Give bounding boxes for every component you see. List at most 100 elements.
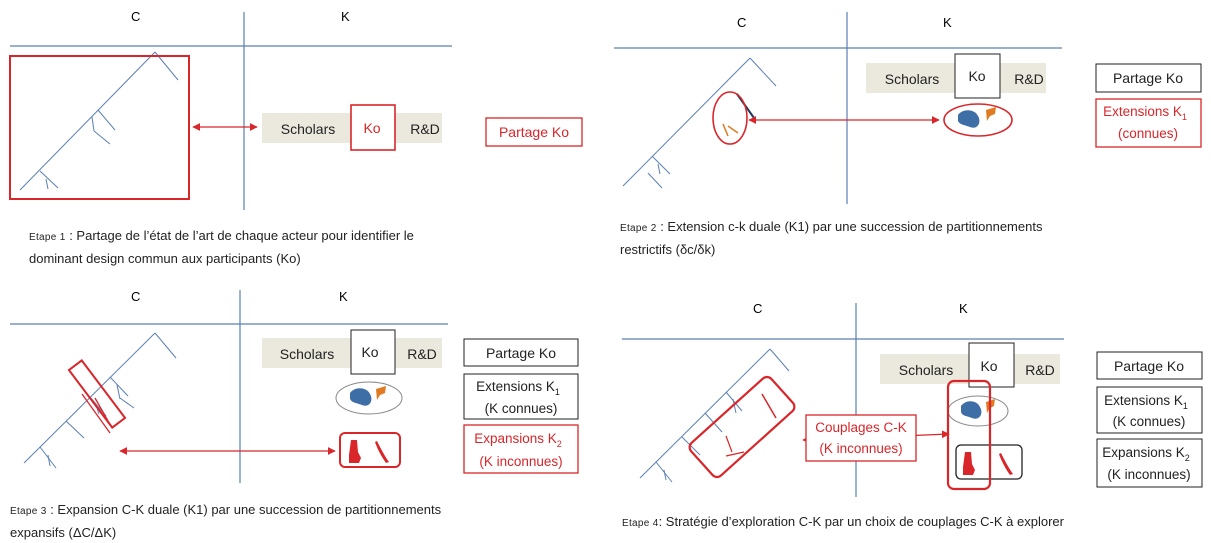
caption-step-label: Etape 3 [10,506,47,517]
caption-text-line2: expansifs (ΔC/ΔK) [10,525,117,540]
axes [622,303,1064,497]
extensions-k1-box [1095,98,1202,148]
expansions-label-main: Expansions K [1102,445,1185,460]
panel-step-2: C K Scholars Ko R&D Partage Ko Ex [614,12,1202,204]
caption-text: : Stratégie d’exploration C-K par un cho… [658,514,1064,529]
partage-ko-label: Partage Ko [486,345,556,361]
expansions-k2-box [463,424,579,474]
extensions-k1-sublabel: (K connues) [485,401,558,416]
axis-c-label: C [737,15,746,30]
caption-step-2: Etape 2 : Extension c-k duale (K1) par u… [620,216,1180,260]
caption-step-label: Etape 1 [29,232,66,243]
k-label-scholars: Scholars [280,346,334,362]
ko-box [968,342,1015,388]
axis-k-label: K [959,301,968,316]
axis-k-label: K [339,289,348,304]
expansions-k2-label: Expansions K2 [1102,445,1190,463]
partage-ko-box [485,117,583,147]
partage-ko-label: Partage Ko [499,124,569,140]
c-tree [19,51,179,191]
extensions-k1-label: Extensions K1 [1104,393,1188,411]
expansive-branch [761,393,777,419]
k-selection-frame [946,379,992,491]
c-tree [639,348,790,483]
panel-step-1: C K Scholars Ko R&D Partage Ko [9,9,583,210]
ko-box [350,329,396,375]
expansions-label-main: Expansions K [474,431,557,446]
partage-ko-box [1095,63,1202,93]
caption-step-4: Etape 4: Stratégie d’exploration C-K par… [622,511,1202,534]
k-label-scholars: Scholars [885,71,939,87]
c-selection-ellipse [712,91,748,145]
extensions-label-sub: 1 [1183,401,1188,411]
panel-step-4: C K Couplages C-K (K inconnues) Scholars [622,301,1203,497]
expansions-k2-label: Expansions K2 [474,431,562,449]
expansions-k2-box [1096,438,1203,488]
k-label-ko: Ko [968,68,985,84]
extensions-k1-label: Extensions K1 [1103,104,1187,122]
k-label-rd: R&D [1014,71,1044,87]
knowledge-blob-shape [961,401,982,419]
caption-step-label: Etape 2 [620,223,657,234]
caption-text-line2: restrictifs (δc/δk) [620,242,716,257]
new-knowledge-shape-2 [999,453,1013,475]
c-tree [23,332,177,469]
expansions-label-sub: 2 [557,439,562,449]
c-selection-frame [67,359,127,429]
caption-step-1: Etape 1 : Partage de l’état de l’art de … [29,225,569,269]
expansive-subbranch [725,435,745,457]
knowledge-blob-shape [350,388,372,406]
knowledge-blob-shape [958,110,980,128]
caption-text-line2: dominant design commun aux participants … [29,251,301,266]
restrictive-subbranch [722,123,739,137]
knowledge-fragment-shape [986,107,996,121]
new-knowledge-shape-2 [375,441,389,463]
expansions-label-sub: 2 [1185,453,1190,463]
axis-k-label: K [943,15,952,30]
extensions-label-main: Extensions K [1103,104,1182,119]
partage-ko-label: Partage Ko [1114,358,1184,374]
expansions-k2-sublabel: (K inconnues) [479,454,562,469]
new-knowledge-shape-1 [349,440,361,463]
k-label-rd: R&D [1025,362,1055,378]
extensions-label-sub: 1 [1182,112,1187,122]
c-selection-frame [688,375,796,479]
extensions-label-main: Extensions K [1104,393,1183,408]
expansions-k2-sublabel: (K inconnues) [1107,467,1190,482]
c-tree [622,57,777,189]
k-label-rd: R&D [407,346,437,362]
extensions-k1-sublabel: (connues) [1118,126,1178,141]
knowledge-fragment-shape [376,386,386,400]
axis-c-label: C [131,9,140,24]
extensions-label-sub: 1 [555,387,560,397]
k-label-scholars: Scholars [899,362,953,378]
axis-c-label: C [753,301,762,316]
couplages-box [805,414,917,462]
couplages-label: Couplages C-K [815,420,907,435]
ko-box [954,53,1001,99]
axes [10,12,452,210]
panel-step-3: C K Scholars Ko R&D [10,289,579,483]
axis-k-label: K [341,9,350,24]
couplages-sublabel: (K inconnues) [819,441,902,456]
extensions-k1-box [1096,386,1203,434]
partage-ko-label: Partage Ko [1113,70,1183,86]
axis-c-label: C [131,289,140,304]
extensions-k1-sublabel: (K connues) [1113,414,1186,429]
new-knowledge-shape-1 [963,452,975,475]
caption-text: : Expansion C-K duale (K1) par une succe… [46,502,442,517]
partage-ko-box [1096,351,1203,380]
partage-ko-box [463,338,579,367]
k-label-rd: R&D [410,121,440,137]
caption-text: : Partage de l’état de l’art de chaque a… [65,228,414,243]
ko-box [350,104,396,151]
caption-step-label: Etape 4 [622,518,659,529]
k-label-ko: Ko [361,344,378,360]
expansive-branch [81,393,113,434]
caption-step-3: Etape 3 : Expansion C-K duale (K1) par u… [10,499,590,543]
caption-text: : Extension c-k duale (K1) par une succe… [656,219,1043,234]
k-label-scholars: Scholars [281,121,335,137]
extensions-label-main: Extensions K [476,379,555,394]
extensions-k1-label: Extensions K1 [476,379,560,397]
